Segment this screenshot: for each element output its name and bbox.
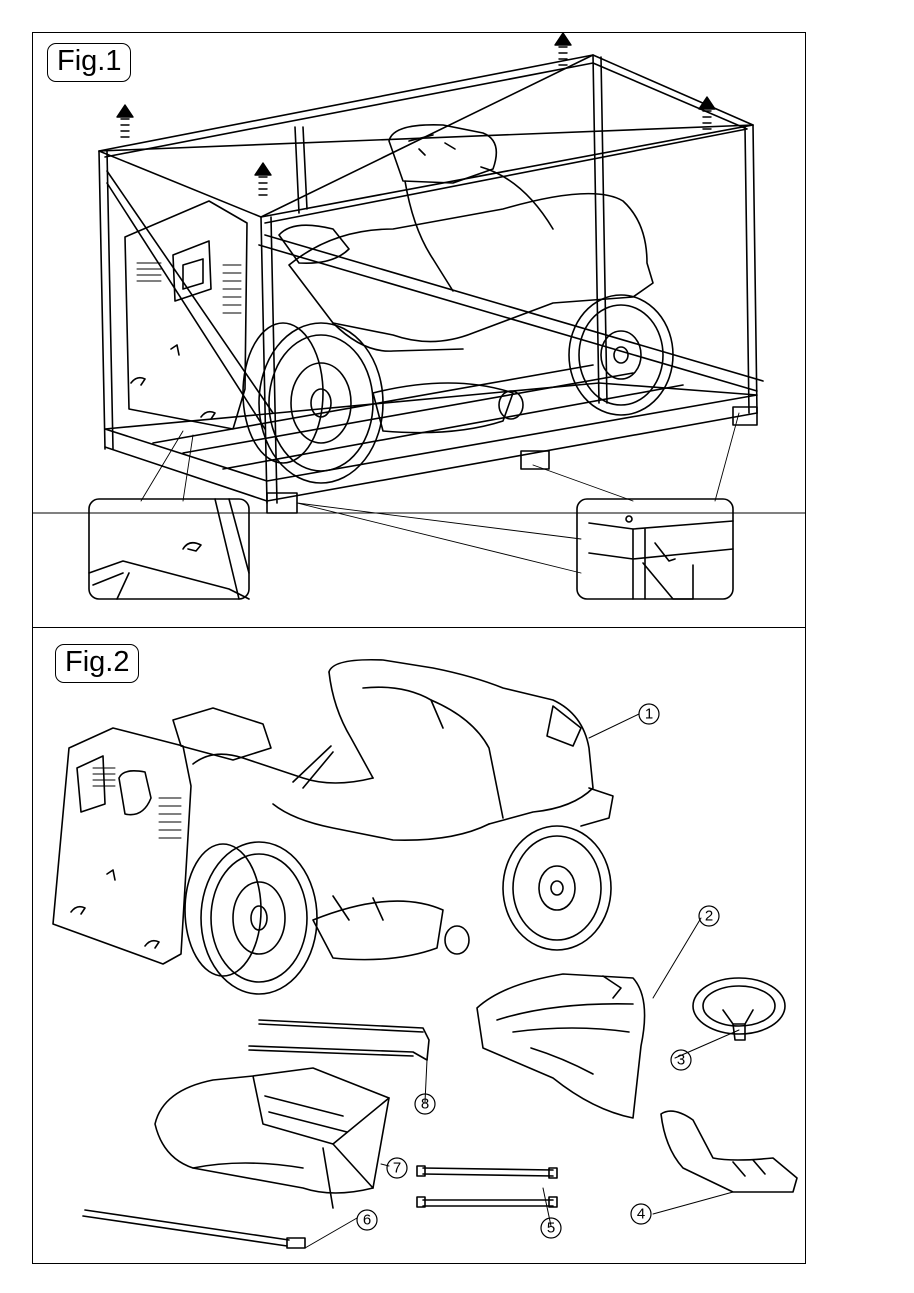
svg-text:7: 7 [393,1160,401,1177]
callout-5: 5 [540,1217,562,1239]
svg-text:6: 6 [363,1212,371,1229]
svg-text:8: 8 [421,1096,429,1113]
tractor-wheels [242,294,674,484]
figure-1-panel: Fig.1 [32,32,806,628]
mower-deck [372,382,514,434]
callout-3: 3 [670,1049,692,1071]
callout-8: 8 [414,1093,436,1115]
svg-text:5: 5 [547,1220,555,1237]
svg-text:4: 4 [637,1206,645,1223]
callout-7: 7 [386,1157,408,1179]
crate-diagram [33,33,805,600]
detail-box-left [88,498,250,600]
part-8-frame-rails [248,1019,430,1061]
callout-2: 2 [698,905,720,927]
assembled-tractor [52,658,614,995]
part-6-bar [82,1209,306,1249]
part-7-grass-bag [154,1067,390,1209]
part-2-hood-cover [476,973,646,1119]
lift-arrow-icons [116,33,716,196]
lawn-tractor-body [278,124,654,352]
part-5-rods [416,1165,558,1208]
figure-1-label: Fig.1 [47,43,132,82]
rear-shield-panel [124,200,248,430]
figure-2-panel: Fig.2 [32,628,806,1264]
svg-text:2: 2 [705,908,713,925]
callout-1: 1 [638,703,660,725]
detail-leader-lines [140,412,740,574]
callout-4: 4 [630,1203,652,1225]
part-4-seat [660,1110,798,1193]
detail-box-right [576,498,734,600]
callout-leader-lines [304,713,740,1249]
parts-diagram: 1 2 3 4 5 6 7 8 [52,658,798,1249]
part-3-steering-wheel [692,977,786,1041]
svg-text:1: 1 [645,706,653,723]
figure-2-label: Fig.2 [55,644,140,683]
shipping-crate-frame [98,54,764,514]
callout-circles: 1 2 3 4 5 6 7 8 [356,703,720,1239]
svg-text:3: 3 [677,1052,685,1069]
callout-6: 6 [356,1209,378,1231]
